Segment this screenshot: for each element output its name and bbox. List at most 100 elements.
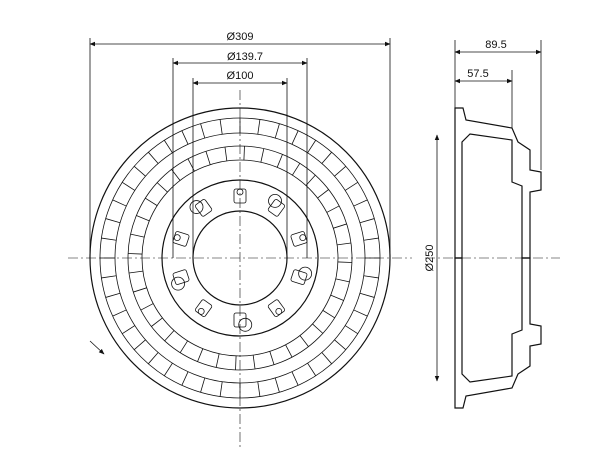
- inner-fin: [145, 197, 158, 206]
- hub-slot-outline: [267, 299, 286, 317]
- hub-slot-outline: [194, 199, 213, 217]
- bolt-hole: [189, 200, 204, 214]
- outer-fin: [219, 119, 223, 135]
- hub-slot: [194, 299, 213, 317]
- outer-fin: [363, 275, 379, 279]
- outer-fin: [321, 151, 332, 164]
- inner-fin: [140, 303, 154, 311]
- hub-slot: [290, 231, 308, 247]
- inner-fin: [215, 353, 220, 368]
- drum-diameter-label: Ø250: [424, 245, 436, 272]
- bolt-hole: [268, 193, 282, 208]
- outer-fin: [321, 352, 332, 365]
- outer-fin: [163, 140, 173, 154]
- inner-fin: [326, 205, 340, 213]
- hub-slot-outline: [290, 231, 308, 247]
- bolt-circle-dimension: Ø139.7: [172, 51, 308, 258]
- inner-fin: [179, 340, 188, 353]
- outer-fin: [363, 237, 379, 241]
- inner-fin: [197, 348, 204, 362]
- outer-fin: [148, 151, 159, 164]
- side-view: 89.5 57.5 Ø250: [424, 39, 560, 409]
- inner-fin: [299, 335, 309, 347]
- outer-fin: [291, 130, 299, 145]
- outer-fin: [274, 377, 280, 393]
- inner-fin: [305, 174, 316, 186]
- inner-fin: [322, 310, 335, 319]
- drum-diameter-dimension: Ø250: [424, 134, 440, 382]
- outer-fin: [200, 123, 206, 139]
- outer-fin: [291, 371, 299, 386]
- outer-fin: [133, 166, 146, 177]
- outer-fin: [148, 352, 159, 365]
- inner-fin: [330, 294, 344, 301]
- inner-fin: [205, 151, 211, 165]
- outer-fin: [359, 292, 375, 298]
- outer-fin: [200, 377, 206, 393]
- inner-fin: [243, 146, 245, 161]
- inner-fin: [317, 189, 329, 199]
- inner-fin: [333, 223, 347, 229]
- hub-slot: [172, 231, 190, 247]
- drum-profile-bottom: [454, 257, 542, 409]
- inner-fin: [136, 215, 150, 222]
- bolt-hole: [171, 276, 185, 291]
- outer-fin: [181, 130, 189, 145]
- inner-fin-outer-ring: [127, 145, 353, 371]
- inner-fin: [235, 355, 237, 370]
- inner-fin: [128, 253, 143, 255]
- outer-fin: [274, 123, 280, 139]
- outer-fin: [122, 181, 136, 191]
- inner-fin: [128, 270, 143, 274]
- pilot-hole: [236, 188, 244, 196]
- inner-fin: [335, 278, 350, 283]
- inner-cooling-fins: [128, 146, 352, 370]
- bolt-hole: [238, 317, 253, 332]
- outer-fin: [344, 181, 358, 191]
- pilot-hole: [275, 307, 283, 315]
- inner-fin: [276, 154, 283, 168]
- hub-slot-outline: [290, 269, 308, 285]
- inner-fin: [156, 182, 168, 193]
- center-bore-label: Ø100: [227, 70, 254, 82]
- outer-fin: [163, 362, 173, 376]
- hub-slot-outline: [194, 299, 213, 317]
- outer-fin: [181, 371, 189, 386]
- hub-height-label: 57.5: [467, 68, 488, 80]
- inner-fin: [260, 148, 265, 163]
- outer-fin: [359, 218, 375, 224]
- hub-slot: [290, 269, 308, 285]
- inner-fin: [312, 323, 324, 334]
- outer-fin: [101, 275, 117, 279]
- outer-fin: [112, 309, 127, 317]
- overall-height-label: 89.5: [485, 39, 506, 51]
- inner-fin: [285, 344, 293, 358]
- outer-cooling-fins: [100, 118, 380, 398]
- bolt-holes: [171, 193, 313, 332]
- outer-diameter-dimension: Ø309: [89, 31, 391, 258]
- overall-height-dimension: 89.5: [454, 39, 542, 55]
- inner-fin: [337, 261, 352, 263]
- hub-slot-outline: [267, 199, 286, 217]
- hub-slot-outline: [172, 231, 190, 247]
- outer-fin: [105, 218, 121, 224]
- front-view: Ø309 Ø139.7 Ø100: [68, 31, 412, 448]
- outer-fin: [353, 199, 368, 207]
- outer-fin: [353, 309, 368, 317]
- pilot-holes: [173, 188, 307, 315]
- outer-fin: [334, 166, 347, 177]
- outer-fin: [112, 199, 127, 207]
- center-bore-dimension: Ø100: [192, 70, 288, 258]
- bolt-hole: [298, 266, 313, 281]
- outer-fin: [344, 325, 358, 335]
- outer-fin: [219, 381, 223, 397]
- hub-slot: [172, 269, 190, 285]
- inner-fin: [187, 158, 195, 172]
- hub-slot: [233, 312, 247, 328]
- inner-fin: [337, 242, 352, 246]
- inner-fin: [164, 330, 175, 342]
- hub-slot: [194, 199, 213, 217]
- hub-slot: [267, 299, 286, 317]
- inner-fin: [133, 287, 147, 293]
